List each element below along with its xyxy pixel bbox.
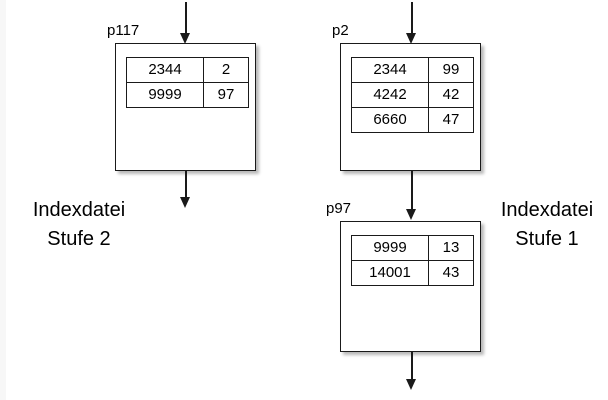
block-label-p97: p97 xyxy=(326,200,352,217)
caption-level-2: Indexdatei Stufe 2 xyxy=(14,196,144,254)
key-table-p97: 9999 13 14001 43 xyxy=(351,235,474,286)
arrow-line xyxy=(185,171,187,198)
cell-pointer: 42 xyxy=(428,82,474,108)
arrow-line xyxy=(185,2,187,34)
key-table-p117: 2344 2 9999 97 xyxy=(126,57,249,108)
arrow-line xyxy=(411,2,413,34)
caption-level-2-line1: Indexdatei xyxy=(32,199,126,221)
arrow-head-icon xyxy=(406,379,417,390)
key-table-p2: 2344 99 4242 42 6660 47 xyxy=(351,57,474,133)
arrow-head-icon xyxy=(180,33,191,44)
cell-key: 4242 xyxy=(351,82,429,108)
page-block-p97[interactable]: 9999 13 14001 43 xyxy=(340,221,481,352)
caption-level-2-line2: Stufe 2 xyxy=(47,228,111,250)
table-row[interactable]: 6660 47 xyxy=(351,107,474,133)
page-block-p117[interactable]: 2344 2 9999 97 xyxy=(115,43,256,171)
table-row[interactable]: 2344 2 xyxy=(126,57,249,83)
cell-pointer: 97 xyxy=(203,82,249,108)
table-row[interactable]: 2344 99 xyxy=(351,57,474,83)
cell-pointer: 99 xyxy=(428,57,474,83)
left-edge-strip xyxy=(0,0,6,400)
cell-key: 2344 xyxy=(351,57,429,83)
table-row[interactable]: 9999 97 xyxy=(126,82,249,108)
caption-level-1-line1: Indexdatei xyxy=(500,199,594,221)
cell-pointer: 2 xyxy=(203,57,249,83)
block-label-p117: p117 xyxy=(107,22,140,39)
cell-key: 9999 xyxy=(126,82,204,108)
cell-pointer: 43 xyxy=(428,260,474,286)
table-row[interactable]: 9999 13 xyxy=(351,235,474,261)
arrow-head-icon xyxy=(406,209,417,220)
cell-key: 14001 xyxy=(351,260,429,286)
cell-key: 2344 xyxy=(126,57,204,83)
cell-pointer: 13 xyxy=(428,235,474,261)
arrow-line xyxy=(411,171,413,210)
table-row[interactable]: 14001 43 xyxy=(351,260,474,286)
caption-level-1-line2: Stufe 1 xyxy=(515,228,579,250)
table-row[interactable]: 4242 42 xyxy=(351,82,474,108)
caption-level-1: Indexdatei Stufe 1 xyxy=(492,196,602,254)
arrow-head-icon xyxy=(180,197,191,208)
cell-key: 9999 xyxy=(351,235,429,261)
cell-pointer: 47 xyxy=(428,107,474,133)
page-block-p2[interactable]: 2344 99 4242 42 6660 47 xyxy=(340,43,481,171)
arrow-line xyxy=(411,352,413,380)
cell-key: 6660 xyxy=(351,107,429,133)
arrow-head-icon xyxy=(406,33,417,44)
block-label-p2: p2 xyxy=(332,22,349,39)
